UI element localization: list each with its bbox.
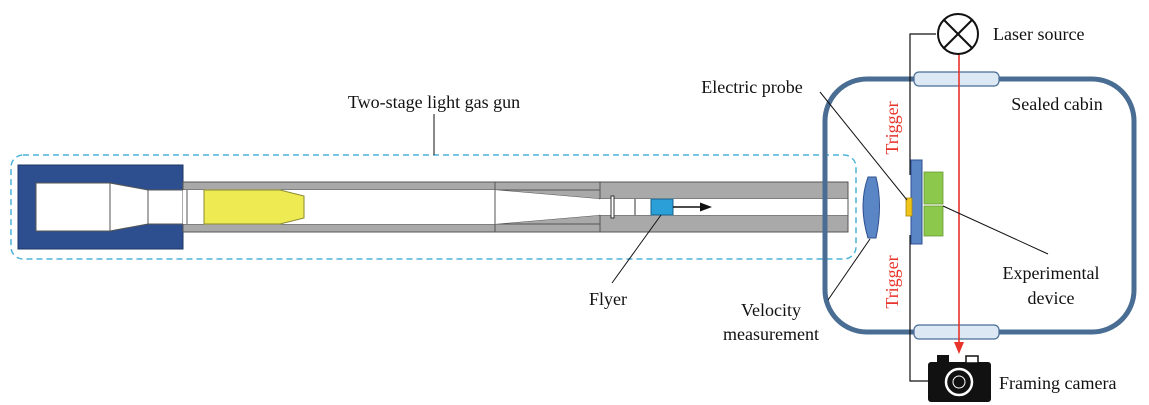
device-label-line1: Experimental (1003, 263, 1100, 283)
trigger-wire-top (909, 33, 936, 175)
top-window (913, 71, 1000, 87)
target-plate (910, 159, 923, 245)
bottom-window (913, 324, 1000, 340)
experimental-device-upper (923, 171, 944, 205)
velocity-label-line1: Velocity (741, 300, 801, 320)
trigger-wiring (909, 33, 936, 382)
gun-label: Two-stage light gas gun (348, 92, 520, 112)
velocity-measurement-unit (862, 176, 880, 239)
experimental-device-lower (923, 205, 944, 237)
transition-cone-top (494, 181, 601, 191)
flyer-label: Flyer (589, 289, 627, 309)
transition-cone-bottom (494, 223, 601, 233)
pump-tube-wall-top (182, 181, 496, 191)
flyer (650, 198, 674, 216)
velocity-leader (827, 238, 871, 301)
crossed-circle-icon (937, 13, 979, 55)
flyer-leader (611, 214, 662, 284)
trigger-label-top: Trigger (882, 101, 902, 154)
electric-probe (905, 197, 913, 217)
laser-label: Laser source (993, 24, 1084, 44)
leader-lines (433, 91, 1049, 301)
device-label-line2: device (1028, 288, 1075, 308)
gas-gun (10, 154, 857, 260)
probe-label: Electric probe (701, 77, 802, 97)
sealed-cabin (822, 71, 1137, 340)
target-assembly (905, 159, 944, 245)
launch-tube-wall-top (599, 181, 849, 200)
velocity-lens (862, 176, 880, 239)
piston (203, 189, 305, 225)
diaphragm (610, 195, 615, 219)
device-leader (942, 205, 1049, 255)
velocity-label-line2: measurement (723, 324, 819, 344)
laser-beam (954, 52, 964, 354)
launch-tube-wall-bottom (599, 214, 849, 233)
camera-label: Framing camera (999, 373, 1116, 393)
trigger-wire-bottom (909, 235, 928, 382)
probe-leader (819, 91, 908, 201)
pump-tube-wall-bottom (182, 223, 496, 233)
trigger-label-bottom: Trigger (882, 255, 902, 308)
camera-icon (928, 355, 991, 402)
cabin-label: Sealed cabin (1011, 94, 1102, 114)
